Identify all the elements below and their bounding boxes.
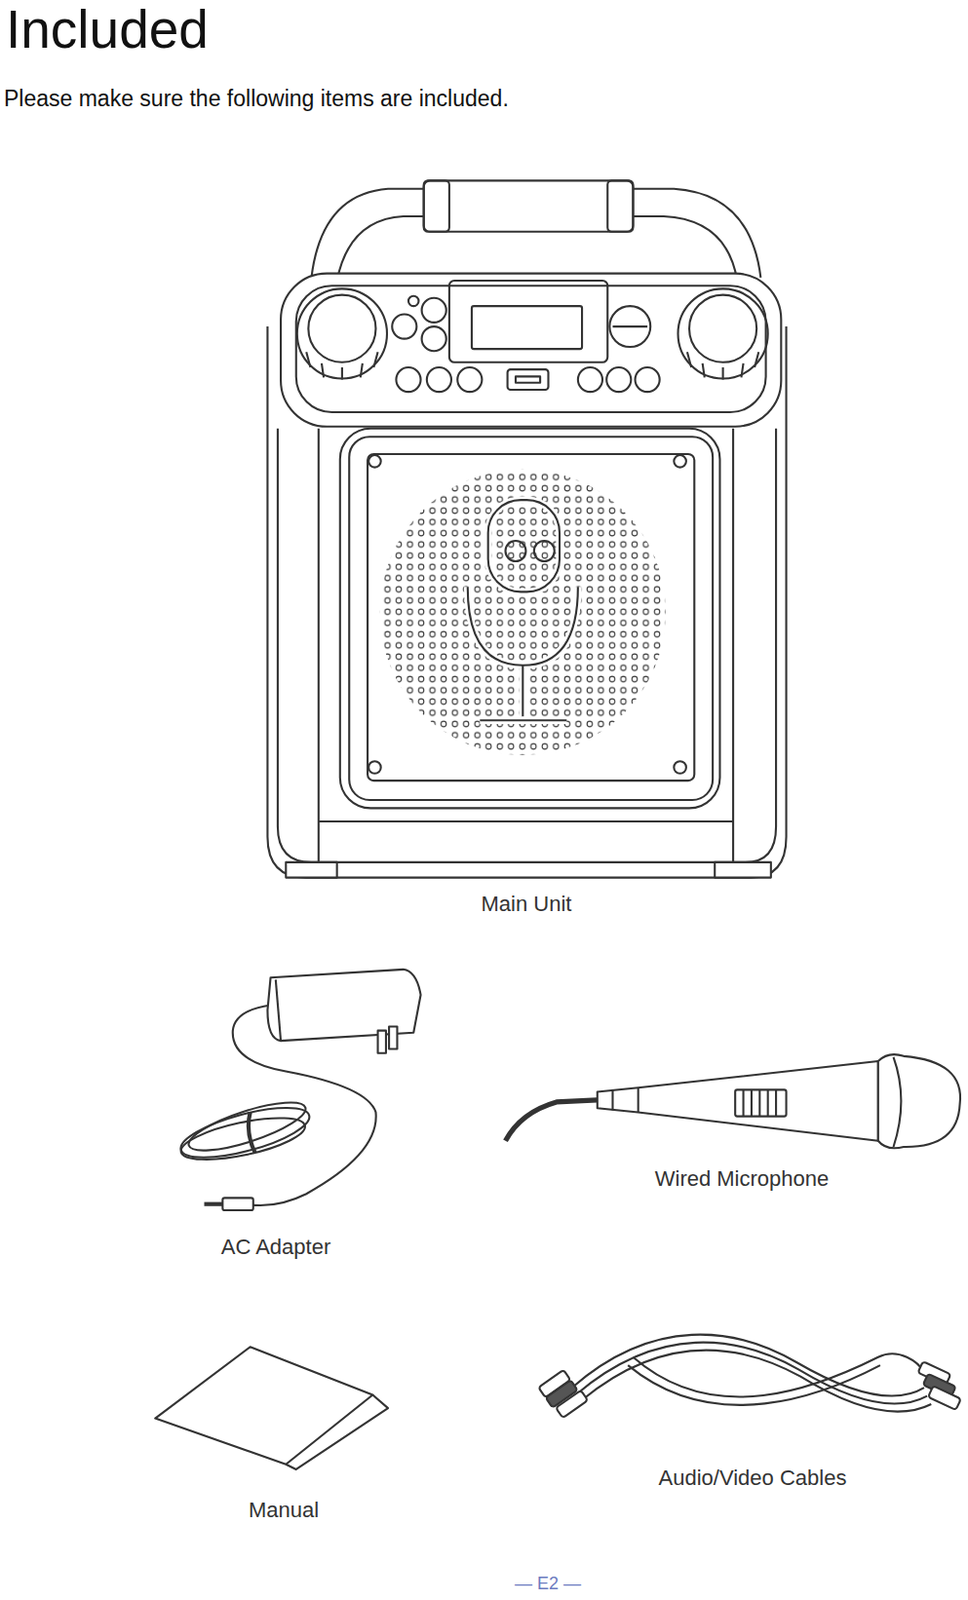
drawing-part xyxy=(635,367,660,392)
drawing-part xyxy=(154,1347,373,1465)
microphone-drawing xyxy=(504,1054,961,1149)
drawing-part xyxy=(488,500,560,592)
drawing-part xyxy=(177,1110,309,1169)
drawing-part xyxy=(471,306,582,349)
drawing-part xyxy=(519,665,527,717)
page-title: Included xyxy=(5,0,209,60)
drawing-part xyxy=(395,367,421,392)
drawing-part xyxy=(368,761,382,775)
drawing-part xyxy=(572,1335,925,1397)
drawing-part xyxy=(340,428,721,810)
ac-adapter-drawing xyxy=(176,969,422,1211)
item-label: AC Adapter xyxy=(221,1235,332,1261)
drawing-part xyxy=(609,306,651,348)
item-label: Please make sure the following items are… xyxy=(3,85,509,114)
drawing-part xyxy=(521,665,524,717)
drawing-part xyxy=(555,1391,588,1419)
drawing-part xyxy=(296,285,767,413)
drawing-part xyxy=(222,1198,253,1211)
drawing-part xyxy=(743,1089,777,1117)
item-label: — E2 — xyxy=(514,1575,581,1595)
drawing-part xyxy=(515,376,541,383)
drawing-part xyxy=(597,1061,879,1142)
drawing-part xyxy=(348,436,713,801)
drawing-part xyxy=(878,1054,961,1149)
drawing-part xyxy=(248,1112,256,1154)
drawing-part xyxy=(735,1089,786,1117)
drawing-part xyxy=(388,1026,397,1049)
drawing-part xyxy=(380,469,666,756)
drawing-part xyxy=(606,367,631,392)
drawing-part xyxy=(391,314,417,340)
drawing-part xyxy=(687,351,759,380)
drawing-part xyxy=(424,180,634,232)
drawing-part xyxy=(689,295,757,363)
drawing-part xyxy=(673,455,687,468)
drawing-part xyxy=(308,295,376,363)
drawing-part xyxy=(467,586,579,666)
drawing-part xyxy=(378,1031,387,1054)
drawing-part xyxy=(422,298,447,323)
drawing-part xyxy=(280,273,781,427)
drawing-part xyxy=(578,367,603,392)
drawing-part xyxy=(504,541,526,562)
drawing-part xyxy=(632,1354,925,1397)
drawing-part xyxy=(488,500,560,592)
drawing-part xyxy=(277,428,776,863)
drawing-part xyxy=(893,1057,902,1148)
main-unit-drawing xyxy=(267,180,786,878)
drawing-part xyxy=(422,326,447,351)
drawing-part xyxy=(534,541,555,562)
drawing-part xyxy=(275,979,281,1042)
drawing-part xyxy=(577,1343,928,1405)
drawing-part xyxy=(467,586,579,666)
drawing-part xyxy=(607,180,633,232)
drawing-part xyxy=(318,820,734,823)
drawing-part xyxy=(424,180,450,232)
item-label: Wired Microphone xyxy=(655,1166,830,1193)
drawing-part xyxy=(637,1087,640,1113)
drawing-part xyxy=(467,500,579,721)
drawing-part xyxy=(317,428,320,863)
drawing-part xyxy=(627,1365,881,1406)
drawing-part xyxy=(581,1351,931,1413)
drawing-part xyxy=(306,351,378,380)
drawing-part xyxy=(449,280,608,363)
drawing-part xyxy=(504,1100,597,1142)
drawing-part xyxy=(408,296,419,307)
av-cables-drawing xyxy=(538,1335,962,1419)
drawing-part xyxy=(732,428,735,863)
drawing-part xyxy=(426,367,452,392)
drawing-part xyxy=(479,719,567,722)
item-label: Audio/Video Cables xyxy=(658,1466,848,1492)
drawing-part xyxy=(367,454,695,781)
item-label: Main Unit xyxy=(481,891,573,918)
drawing-part xyxy=(457,367,482,392)
drawing-part xyxy=(203,1202,223,1207)
item-label: Manual xyxy=(248,1498,319,1524)
drawing-part xyxy=(507,369,549,390)
drawing-part xyxy=(479,717,567,725)
drawing-part xyxy=(184,1093,310,1162)
drawing-part xyxy=(611,1089,614,1111)
drawing-part xyxy=(612,325,648,328)
drawing-part xyxy=(285,862,337,879)
drawing-part xyxy=(714,862,772,879)
manual-drawing xyxy=(154,1347,388,1471)
drawing-part xyxy=(928,1386,962,1411)
drawing-part xyxy=(673,761,687,775)
drawing-part xyxy=(368,455,382,468)
